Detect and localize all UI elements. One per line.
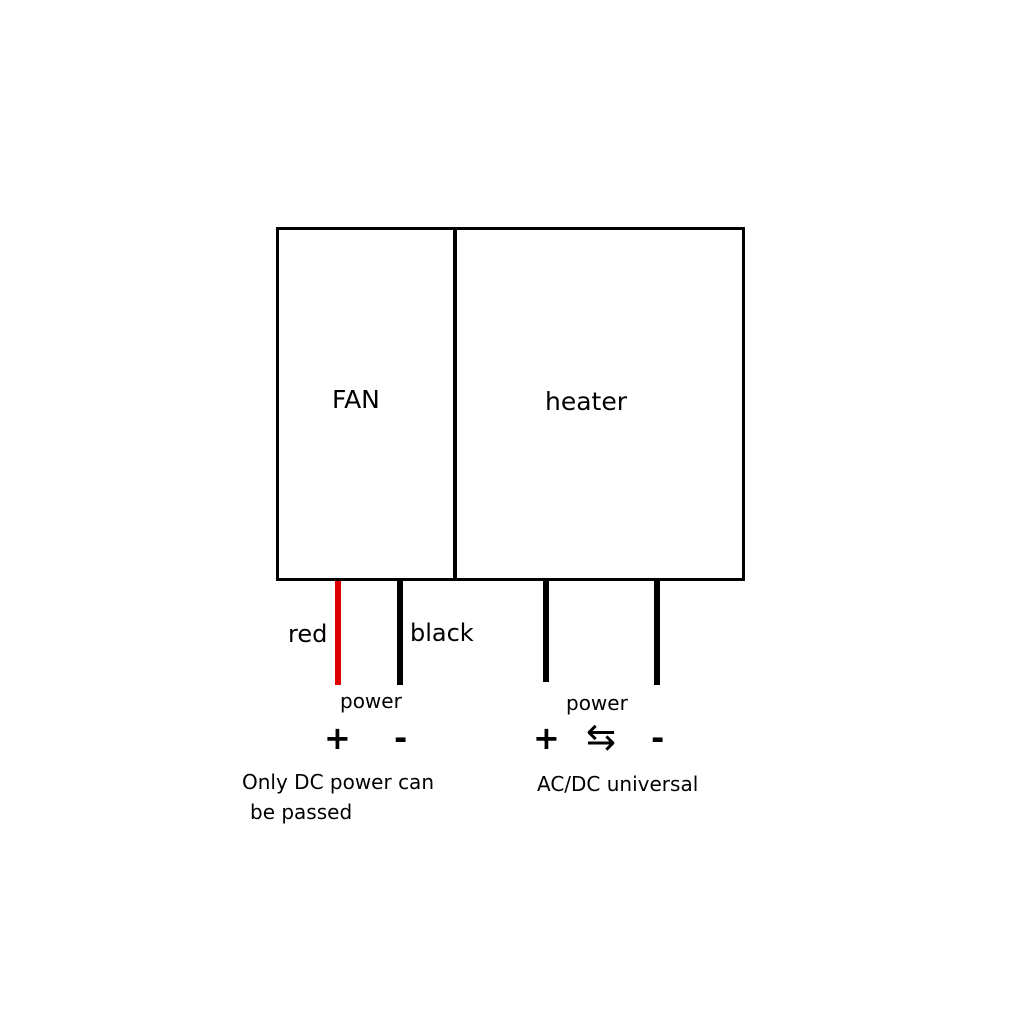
red-wire-label: red — [288, 620, 328, 648]
fan-power-label: power — [340, 689, 402, 713]
fan-red-wire — [335, 581, 341, 685]
heater-power-note: AC/DC universal — [537, 772, 699, 796]
fan-power-note-line1: Only DC power can — [242, 770, 434, 794]
heater-wire-left — [543, 581, 549, 682]
heater-minus-sign: - — [651, 719, 665, 757]
fan-black-wire — [397, 581, 403, 685]
heater-wire-right — [654, 581, 660, 685]
device-outline — [276, 227, 745, 581]
fan-label: FAN — [332, 385, 380, 414]
black-wire-label: black — [410, 619, 474, 647]
heater-label: heater — [545, 387, 628, 416]
ac-dc-swap-icon: ⇆ — [586, 717, 617, 758]
fan-plus-sign: + — [324, 719, 351, 757]
heater-power-label: power — [566, 691, 628, 715]
fan-power-note-line2: be passed — [250, 800, 353, 824]
heater-plus-sign: + — [533, 719, 560, 757]
fan-heater-divider — [453, 227, 457, 581]
fan-minus-sign: - — [394, 719, 408, 757]
